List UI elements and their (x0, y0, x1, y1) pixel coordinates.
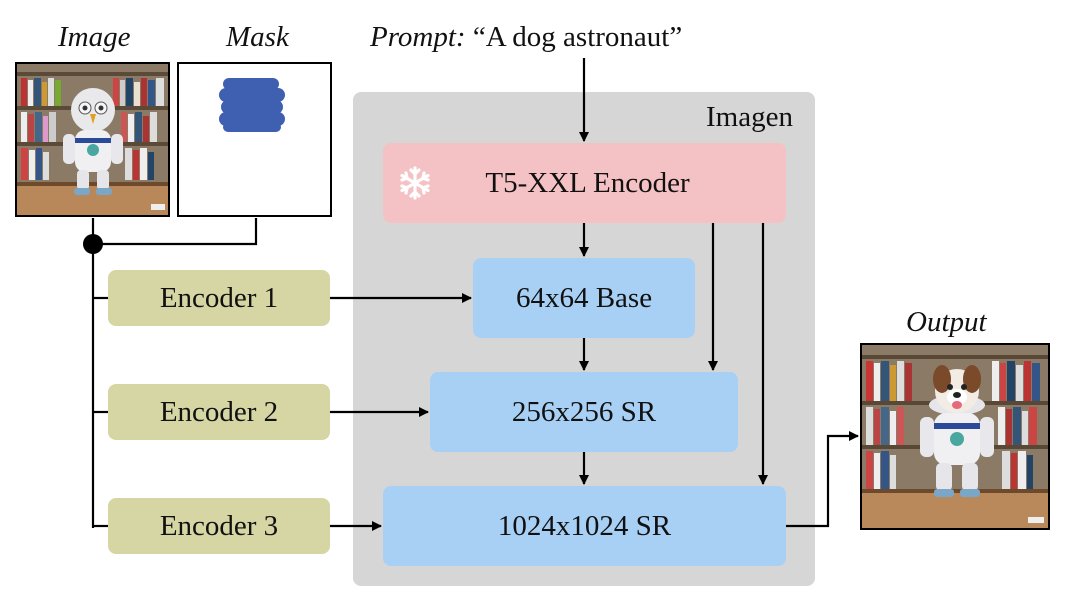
prompt-key: Prompt: (370, 21, 466, 53)
encoder-1-box: Encoder 1 (108, 270, 330, 326)
prompt-value: “A dog astronaut” (472, 21, 683, 53)
encoder-3-box: Encoder 3 (108, 498, 330, 554)
input-image (15, 62, 170, 217)
junction-dot (83, 234, 103, 254)
text-encoder-label: T5-XXL Encoder (485, 166, 690, 199)
mask-label: Mask (226, 21, 289, 53)
sr1024-model-box: 1024x1024 SR (383, 486, 786, 566)
output-image (860, 343, 1050, 530)
snowflake-icon (397, 165, 433, 209)
imagen-title: Imagen (706, 101, 793, 133)
sr256-model-box: 256x256 SR (430, 372, 738, 452)
mask-scribble (219, 78, 285, 132)
dog-astronaut-picture (862, 345, 1048, 528)
image-label: Image (58, 21, 131, 53)
mask-image (177, 62, 332, 217)
text-encoder-box: T5-XXL Encoder (383, 143, 786, 223)
prompt-text: Prompt: “A dog astronaut” (370, 20, 682, 54)
base-model-box: 64x64 Base (473, 258, 695, 338)
owl-astronaut-picture (17, 64, 168, 215)
encoder-2-box: Encoder 2 (108, 384, 330, 440)
output-label: Output (906, 306, 987, 338)
